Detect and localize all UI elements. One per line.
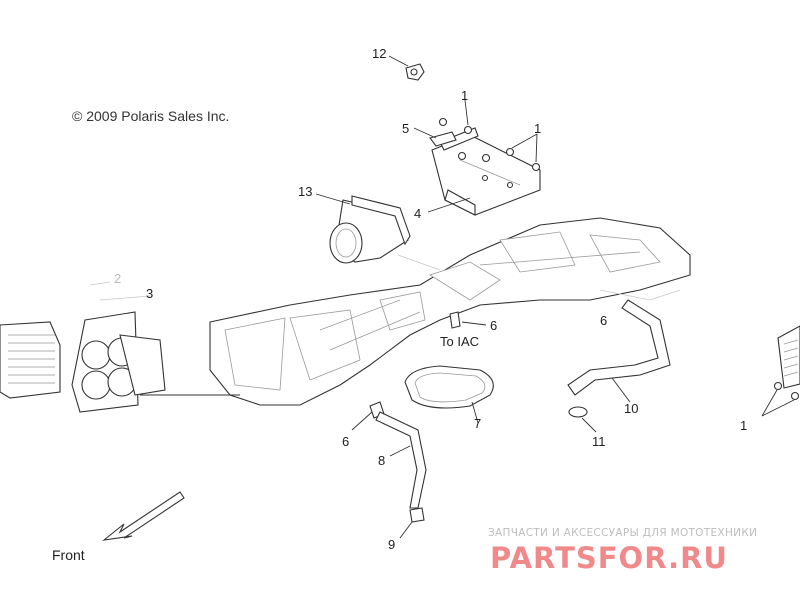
iac-label: To IAC xyxy=(440,334,479,349)
callout-1-right: 1 xyxy=(534,121,541,136)
callout-6-right: 6 xyxy=(600,313,607,328)
callout-12: 12 xyxy=(372,46,386,61)
watermark-brand: PARTSFOR.RU xyxy=(490,541,728,575)
part-1-bolts-bracket xyxy=(438,117,541,172)
callout-5: 5 xyxy=(402,121,409,136)
part-11-clamp xyxy=(568,406,588,418)
callout-13: 13 xyxy=(298,184,312,199)
callout-7: 7 xyxy=(474,416,481,431)
front-arrow-icon xyxy=(102,491,185,541)
callout-2: 2 xyxy=(114,271,121,286)
part-9-clamp xyxy=(409,507,425,523)
callout-1-bottom-right: 1 xyxy=(740,418,747,433)
callout-3: 3 xyxy=(146,286,153,301)
callout-8: 8 xyxy=(378,453,385,468)
callout-6-lower: 6 xyxy=(342,434,349,449)
part-8-hose xyxy=(375,411,427,509)
watermark-tagline: ЗАПЧАСТИ И АКСЕССУАРЫ ДЛЯ МОТОТЕХНИКИ xyxy=(488,527,757,539)
part-12-clip xyxy=(405,63,425,81)
callout-10: 10 xyxy=(624,401,638,416)
callout-11: 11 xyxy=(592,434,606,449)
callout-6-iac: 6 xyxy=(490,318,497,333)
part-13-inlet-funnel xyxy=(329,195,411,264)
part-3-filter-element xyxy=(71,311,166,413)
part-6-fitting-iac xyxy=(449,311,461,329)
callout-4: 4 xyxy=(414,206,421,221)
copyright-text: © 2009 Polaris Sales Inc. xyxy=(72,108,229,124)
callout-9: 9 xyxy=(388,537,395,552)
part-airbox-assembly xyxy=(209,217,691,406)
callout-1-top: 1 xyxy=(461,88,468,103)
part-10-hose xyxy=(567,299,671,396)
part-right-partial xyxy=(773,325,800,401)
part-5-grommet xyxy=(429,131,457,147)
part-2-airbox-cover xyxy=(0,321,61,399)
part-7-gasket xyxy=(404,365,494,409)
front-label: Front xyxy=(52,547,85,563)
